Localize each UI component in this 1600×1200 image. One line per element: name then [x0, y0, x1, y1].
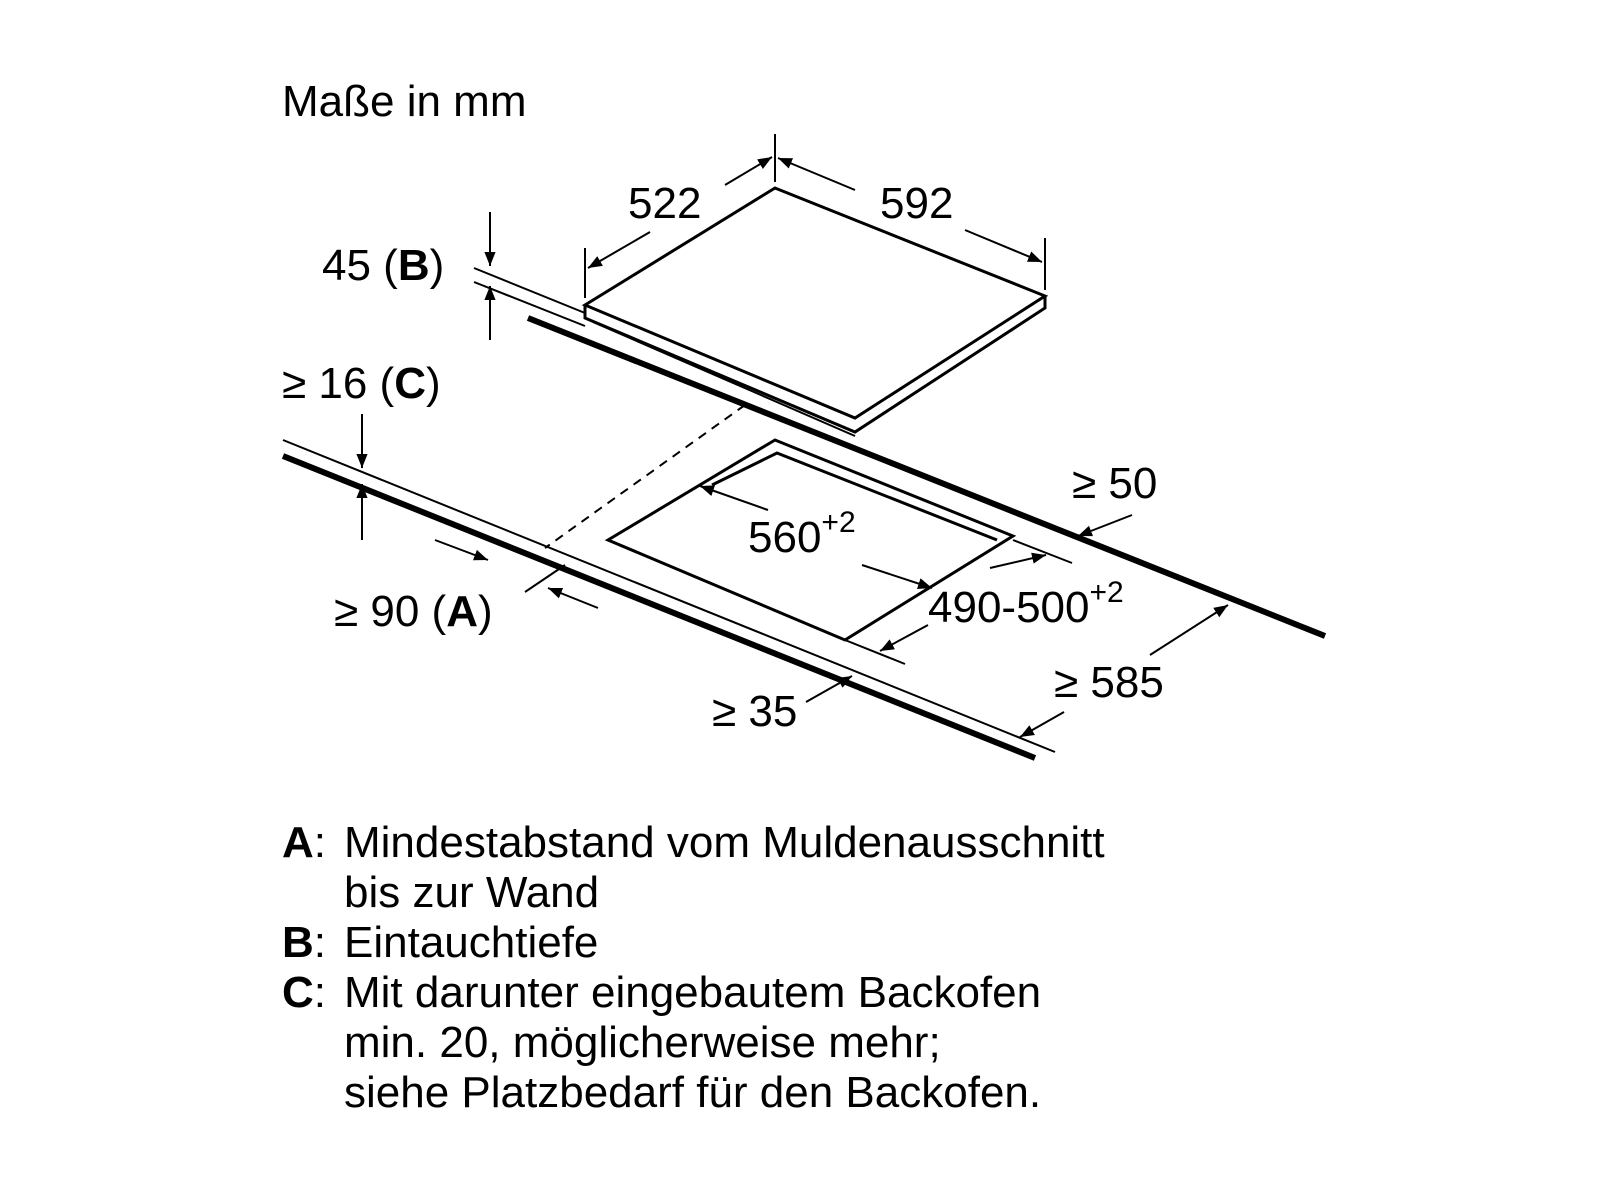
- legend-item-b: B: Eintauchtiefe: [282, 918, 599, 967]
- dim-min-wall-distance: [434, 539, 599, 609]
- legend-line: siehe Platzbedarf für den Backofen.: [344, 1068, 1042, 1117]
- dim-hob-width: [777, 157, 1046, 290]
- label-min-35: ≥ 35: [712, 687, 797, 736]
- hob-outline: [581, 186, 1049, 437]
- countertop-edges: [281, 315, 1327, 761]
- dim-min-35: [805, 675, 853, 703]
- label-cutout-depth: 490-500+2: [928, 576, 1124, 632]
- cutout-outline: [604, 438, 1017, 642]
- label-hob-depth: 522: [628, 179, 701, 228]
- label-cutout-width: 560+2: [748, 506, 856, 562]
- legend-line: Mindestabstand vom Muldenausschnitt: [344, 818, 1105, 867]
- label-immersion-depth: 45 (B): [322, 241, 444, 290]
- projection-dashed-line: [544, 404, 746, 549]
- label-min-counter-thickness: ≥ 16 (C): [282, 359, 441, 408]
- legend-key: C: [282, 968, 314, 1017]
- legend-item-c: C: Mit darunter eingebautem Backofen min…: [282, 968, 1042, 1117]
- label-min-50: ≥ 50: [1072, 459, 1157, 508]
- dim-cutout-depth: [844, 539, 1073, 665]
- label-min-585: ≥ 585: [1054, 658, 1164, 707]
- legend-item-a: A: Mindestabstand vom Muldenausschnitt b…: [282, 818, 1105, 917]
- label-min-wall-distance: ≥ 90 (A): [334, 587, 493, 636]
- legend-line: Eintauchtiefe: [344, 918, 599, 967]
- dim-immersion-depth: [473, 212, 586, 340]
- diagram-title: Maße in mm: [282, 77, 526, 126]
- dim-hob-depth: [584, 134, 776, 298]
- dim-min-50: [1077, 514, 1133, 537]
- dim-min-585: [1019, 604, 1229, 738]
- legend-line: min. 20, möglicherweise mehr;: [344, 1018, 941, 1067]
- legend-key: A: [282, 818, 314, 867]
- legend: A: Mindestabstand vom Muldenausschnitt b…: [282, 818, 1105, 1118]
- label-hob-width: 592: [880, 179, 953, 228]
- legend-line: bis zur Wand: [344, 868, 600, 917]
- legend-key: B: [282, 918, 314, 967]
- legend-line: Mit darunter eingebautem Backofen: [344, 968, 1042, 1017]
- dim-cutout-width: [699, 485, 933, 589]
